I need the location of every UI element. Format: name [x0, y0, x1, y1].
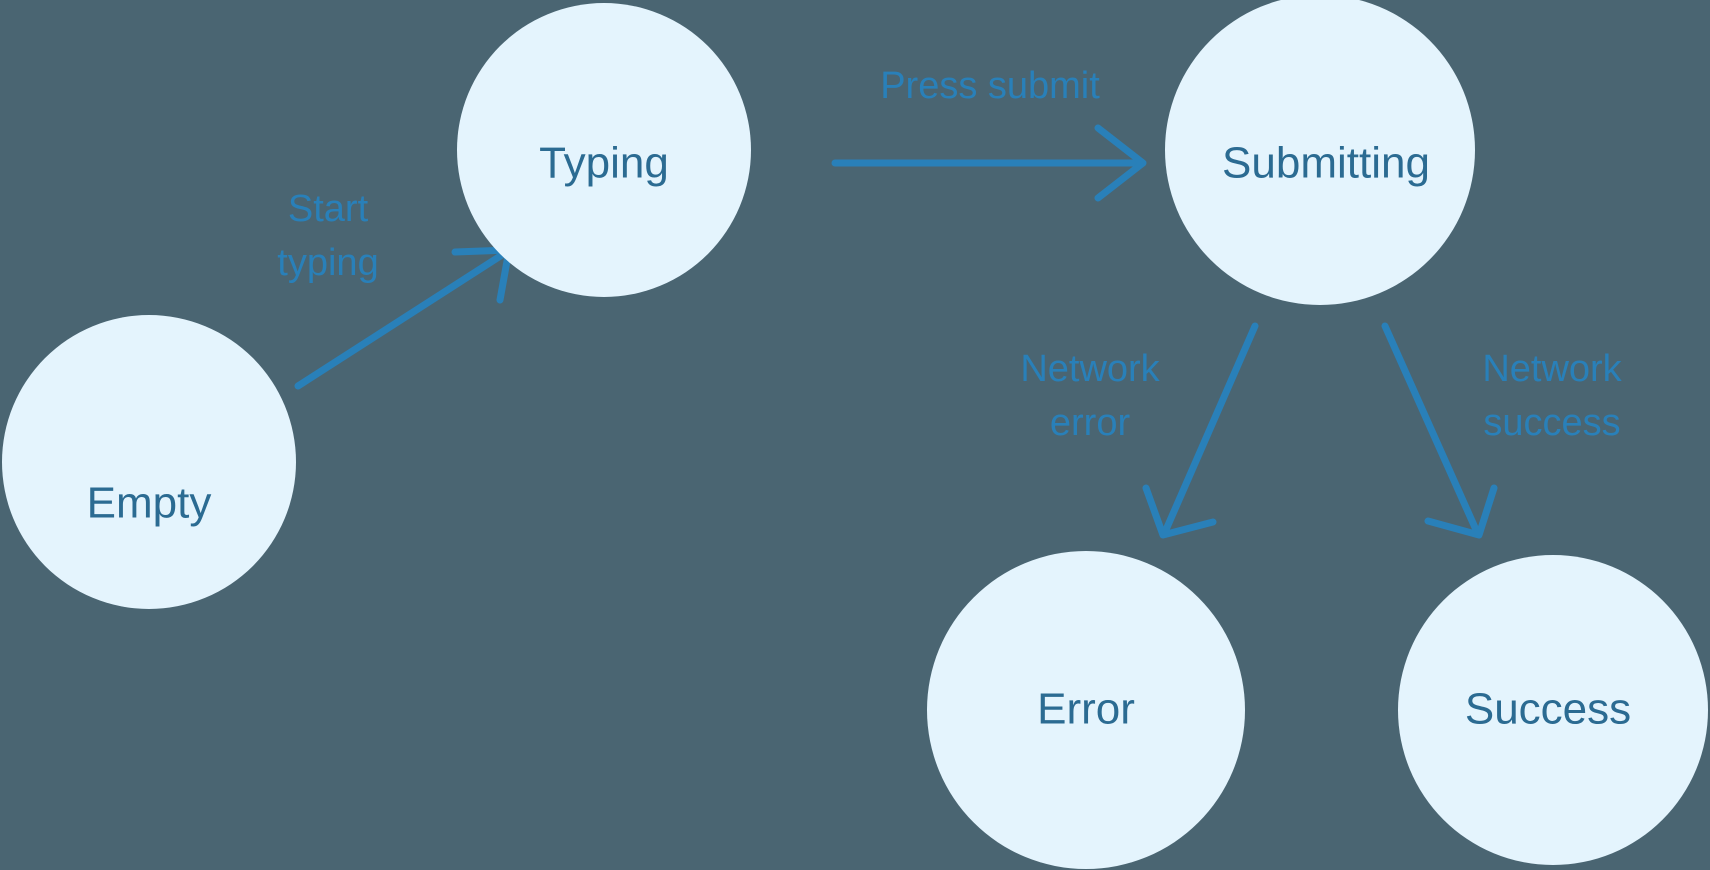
edge-label-start-typing: Start typing — [277, 188, 378, 284]
node-success-circle — [1398, 555, 1708, 865]
node-submitting[interactable]: Submitting — [1165, 0, 1475, 305]
node-success[interactable]: Success — [1398, 555, 1708, 865]
edge-submitting-to-success-line — [1381, 322, 1481, 536]
edge-label-network-success-line1: Network — [1482, 348, 1622, 390]
edge-label-press-submit: Press submit — [880, 65, 1100, 107]
edge-submitting-to-error[interactable] — [1142, 322, 1259, 539]
edge-label-network-error-line2: error — [1050, 402, 1131, 444]
edge-submitting-to-error-arrowhead — [1142, 484, 1217, 539]
node-typing[interactable]: Typing — [457, 3, 751, 297]
edge-label-network-error-line1: Network — [1020, 348, 1160, 390]
edge-submitting-to-error-line — [1161, 322, 1259, 536]
edge-submitting-to-success-arrowhead — [1424, 484, 1498, 539]
edge-label-start-typing-line1: Start — [288, 188, 369, 230]
node-typing-label: Typing — [539, 139, 669, 188]
edge-typing-to-submitting[interactable] — [831, 124, 1147, 202]
node-typing-circle — [457, 3, 751, 297]
node-empty-circle — [2, 315, 296, 609]
node-error-circle — [927, 551, 1245, 869]
edge-label-press-submit-line1: Press submit — [880, 65, 1100, 107]
node-error[interactable]: Error — [927, 551, 1245, 869]
edge-empty-to-typing-line — [294, 249, 509, 390]
edge-submitting-to-success[interactable] — [1381, 322, 1498, 539]
edge-label-start-typing-line2: typing — [277, 242, 378, 284]
node-empty-label: Empty — [87, 479, 212, 528]
edge-label-network-success-line2: success — [1483, 402, 1620, 444]
node-submitting-circle — [1165, 0, 1475, 305]
edge-typing-to-submitting-arrowhead — [1094, 124, 1147, 202]
node-submitting-label: Submitting — [1222, 139, 1430, 188]
node-error-label: Error — [1037, 685, 1135, 734]
edge-label-network-success: Network success — [1482, 348, 1622, 444]
edge-label-network-error: Network error — [1020, 348, 1160, 444]
node-success-label: Success — [1465, 685, 1631, 734]
node-empty[interactable]: Empty — [2, 315, 296, 609]
